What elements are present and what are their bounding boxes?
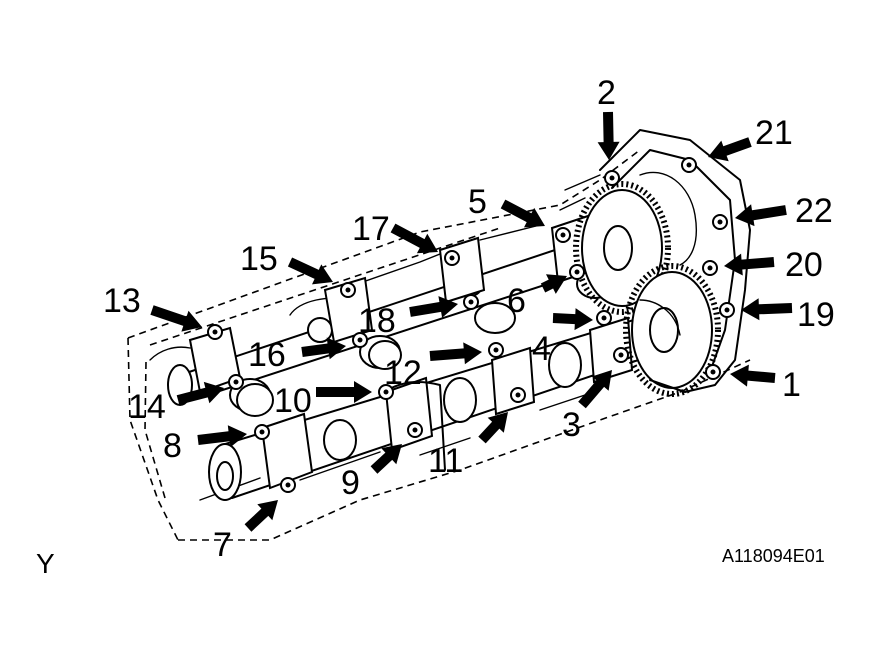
arrow-16 [301,337,346,360]
bolt-1 [705,364,721,380]
callout-14: 14 [128,388,166,426]
arrow-4 [552,308,593,331]
arrow-18 [409,296,458,318]
arrow-10 [316,381,372,403]
arrow-13 [150,305,202,332]
arrow-8 [197,425,247,448]
arrow-19 [741,298,793,321]
callout-16: 16 [248,336,286,374]
callout-labels: 1 2 3 4 5 6 7 8 9 10 11 12 13 14 15 16 1… [103,74,835,564]
bolt-7 [280,477,296,493]
callout-21: 21 [755,114,793,152]
arrow-14 [176,381,224,405]
callout-15: 15 [240,240,278,278]
bolt-19 [719,302,735,318]
pointer-arrows [150,111,793,532]
callout-5: 5 [468,183,487,221]
bolt-22 [712,214,728,230]
callout-10: 10 [274,382,312,420]
bolt-11 [510,387,526,403]
arrow-7 [244,500,278,532]
arrow-12 [429,342,482,365]
bolt-9 [407,422,423,438]
callout-17: 17 [352,210,390,248]
bolt-12 [488,342,504,358]
callout-11: 11 [428,442,463,480]
callout-18: 18 [358,302,396,340]
bolt-15 [340,282,356,298]
view-label: Y [36,548,55,579]
arrow-11 [478,412,508,444]
callout-4: 4 [532,330,551,368]
arrow-2 [597,111,620,160]
bolt-17 [444,250,460,266]
callout-20: 20 [785,246,823,284]
arrow-22 [735,204,787,227]
bolt-2 [604,170,620,186]
arrow-20 [724,253,775,276]
arrow-9 [370,444,402,474]
callout-19: 19 [797,296,835,334]
bolt-3 [613,347,629,363]
bolt-18 [463,294,479,310]
callout-3: 3 [562,406,581,444]
callout-2: 2 [597,74,616,112]
bearing-cap-bolts [207,157,735,493]
timing-gears [573,181,721,397]
arrow-3 [578,370,612,409]
bolt-10 [378,384,394,400]
callout-7: 7 [213,526,232,564]
bolt-21 [681,157,697,173]
arrow-15 [287,257,333,285]
callout-6: 6 [507,282,526,320]
callout-13: 13 [103,282,141,320]
bolt-14 [228,374,244,390]
arrow-21 [708,137,752,162]
arrow-17 [390,223,438,254]
callout-12: 12 [384,354,422,392]
callout-9: 9 [341,464,360,502]
figure-code: A118094E01 [722,546,825,566]
arrow-5 [500,199,545,228]
bolt-6 [569,264,585,280]
bolt-4 [596,310,612,326]
callout-1: 1 [782,366,801,404]
callout-8: 8 [163,427,182,465]
bolt-13 [207,324,223,340]
arrow-6 [540,274,567,294]
bolt-20 [702,260,718,276]
bolt-8 [254,424,270,440]
bolt-5 [555,227,571,243]
arrow-1 [730,364,776,387]
callout-22: 22 [795,192,833,230]
bolt-16 [352,332,368,348]
